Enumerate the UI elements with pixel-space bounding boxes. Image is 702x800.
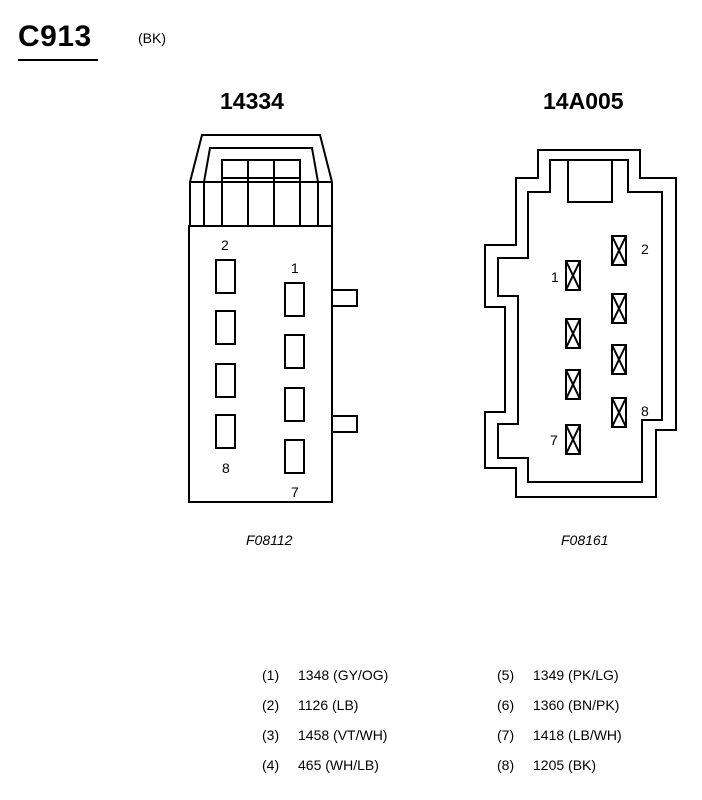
left-connector-body — [188, 225, 333, 503]
legend-row: (1) 1348 (GY/OG) — [262, 667, 388, 683]
legend-pin: (8) — [497, 757, 515, 773]
left-latch-outer — [189, 134, 333, 226]
legend-row: (5) 1349 (PK/LG) — [497, 667, 619, 683]
legend-row: (4) 465 (WH/LB) — [262, 757, 379, 773]
connector-id: C913 — [18, 20, 92, 53]
right-connector-outer — [484, 149, 677, 498]
left-connector — [188, 134, 358, 503]
legend-pin: (5) — [497, 667, 515, 683]
right-connector — [484, 149, 677, 498]
legend-row: (8) 1205 (BK) — [497, 757, 596, 773]
legend-circuit: 1348 (GY/OG) — [298, 667, 389, 683]
right-terminal — [565, 424, 581, 455]
legend-pin: (4) — [262, 757, 280, 773]
right-terminal — [565, 318, 581, 349]
legend-pin: (1) — [262, 667, 280, 683]
legend-pin: (6) — [497, 697, 515, 713]
legend-row: (3) 1458 (VT/WH) — [262, 727, 387, 743]
legend-circuit: 1360 (BN/PK) — [533, 697, 620, 713]
connector-color-code: (BK) — [138, 30, 166, 46]
legend-circuit: 465 (WH/LB) — [298, 757, 379, 773]
right-figure-id: F08161 — [561, 532, 609, 548]
legend-pin: (7) — [497, 727, 515, 743]
left-tab-upper — [332, 289, 358, 307]
left-cavity — [284, 334, 305, 369]
legend-circuit: 1126 (LB) — [298, 697, 359, 713]
right-pin-label: 7 — [550, 432, 558, 448]
right-part-number: 14A005 — [543, 88, 624, 114]
left-cavity — [284, 282, 305, 317]
right-pin-label: 1 — [551, 269, 559, 285]
legend-circuit: 1458 (VT/WH) — [298, 727, 388, 743]
right-connector-inner — [497, 159, 663, 483]
right-terminal — [565, 260, 581, 291]
left-cavity — [215, 414, 236, 449]
right-terminal — [565, 369, 581, 400]
left-pin-label: 2 — [221, 237, 229, 253]
right-pin-label: 2 — [641, 241, 649, 257]
right-pin-label: 8 — [641, 403, 649, 419]
legend-circuit: 1418 (LB/WH) — [533, 727, 622, 743]
legend-circuit: 1349 (PK/LG) — [533, 667, 619, 683]
legend-row: (6) 1360 (BN/PK) — [497, 697, 619, 713]
left-pin-label: 8 — [222, 460, 230, 476]
right-latch — [567, 159, 613, 203]
legend-row: (7) 1418 (LB/WH) — [497, 727, 622, 743]
legend-pin: (2) — [262, 697, 280, 713]
left-pin-label: 1 — [291, 260, 299, 276]
right-terminal — [611, 235, 627, 266]
left-cavity — [284, 387, 305, 422]
left-cavity — [284, 439, 305, 474]
left-figure-id: F08112 — [246, 532, 293, 548]
right-terminal — [611, 397, 627, 428]
left-cavity — [215, 259, 236, 294]
left-cavity — [215, 310, 236, 345]
title-underline — [18, 59, 98, 61]
left-latch-inner — [203, 147, 319, 226]
legend-circuit: 1205 (BK) — [533, 757, 597, 773]
left-pin-label: 7 — [291, 484, 299, 500]
legend-row: (2) 1126 (LB) — [262, 697, 358, 713]
left-latch-frame — [221, 159, 301, 227]
right-terminal — [611, 344, 627, 375]
left-part-number: 14334 — [220, 88, 284, 114]
left-tab-lower — [332, 415, 358, 433]
right-terminal — [611, 293, 627, 324]
left-cavity — [215, 363, 236, 398]
legend-pin: (3) — [262, 727, 280, 743]
